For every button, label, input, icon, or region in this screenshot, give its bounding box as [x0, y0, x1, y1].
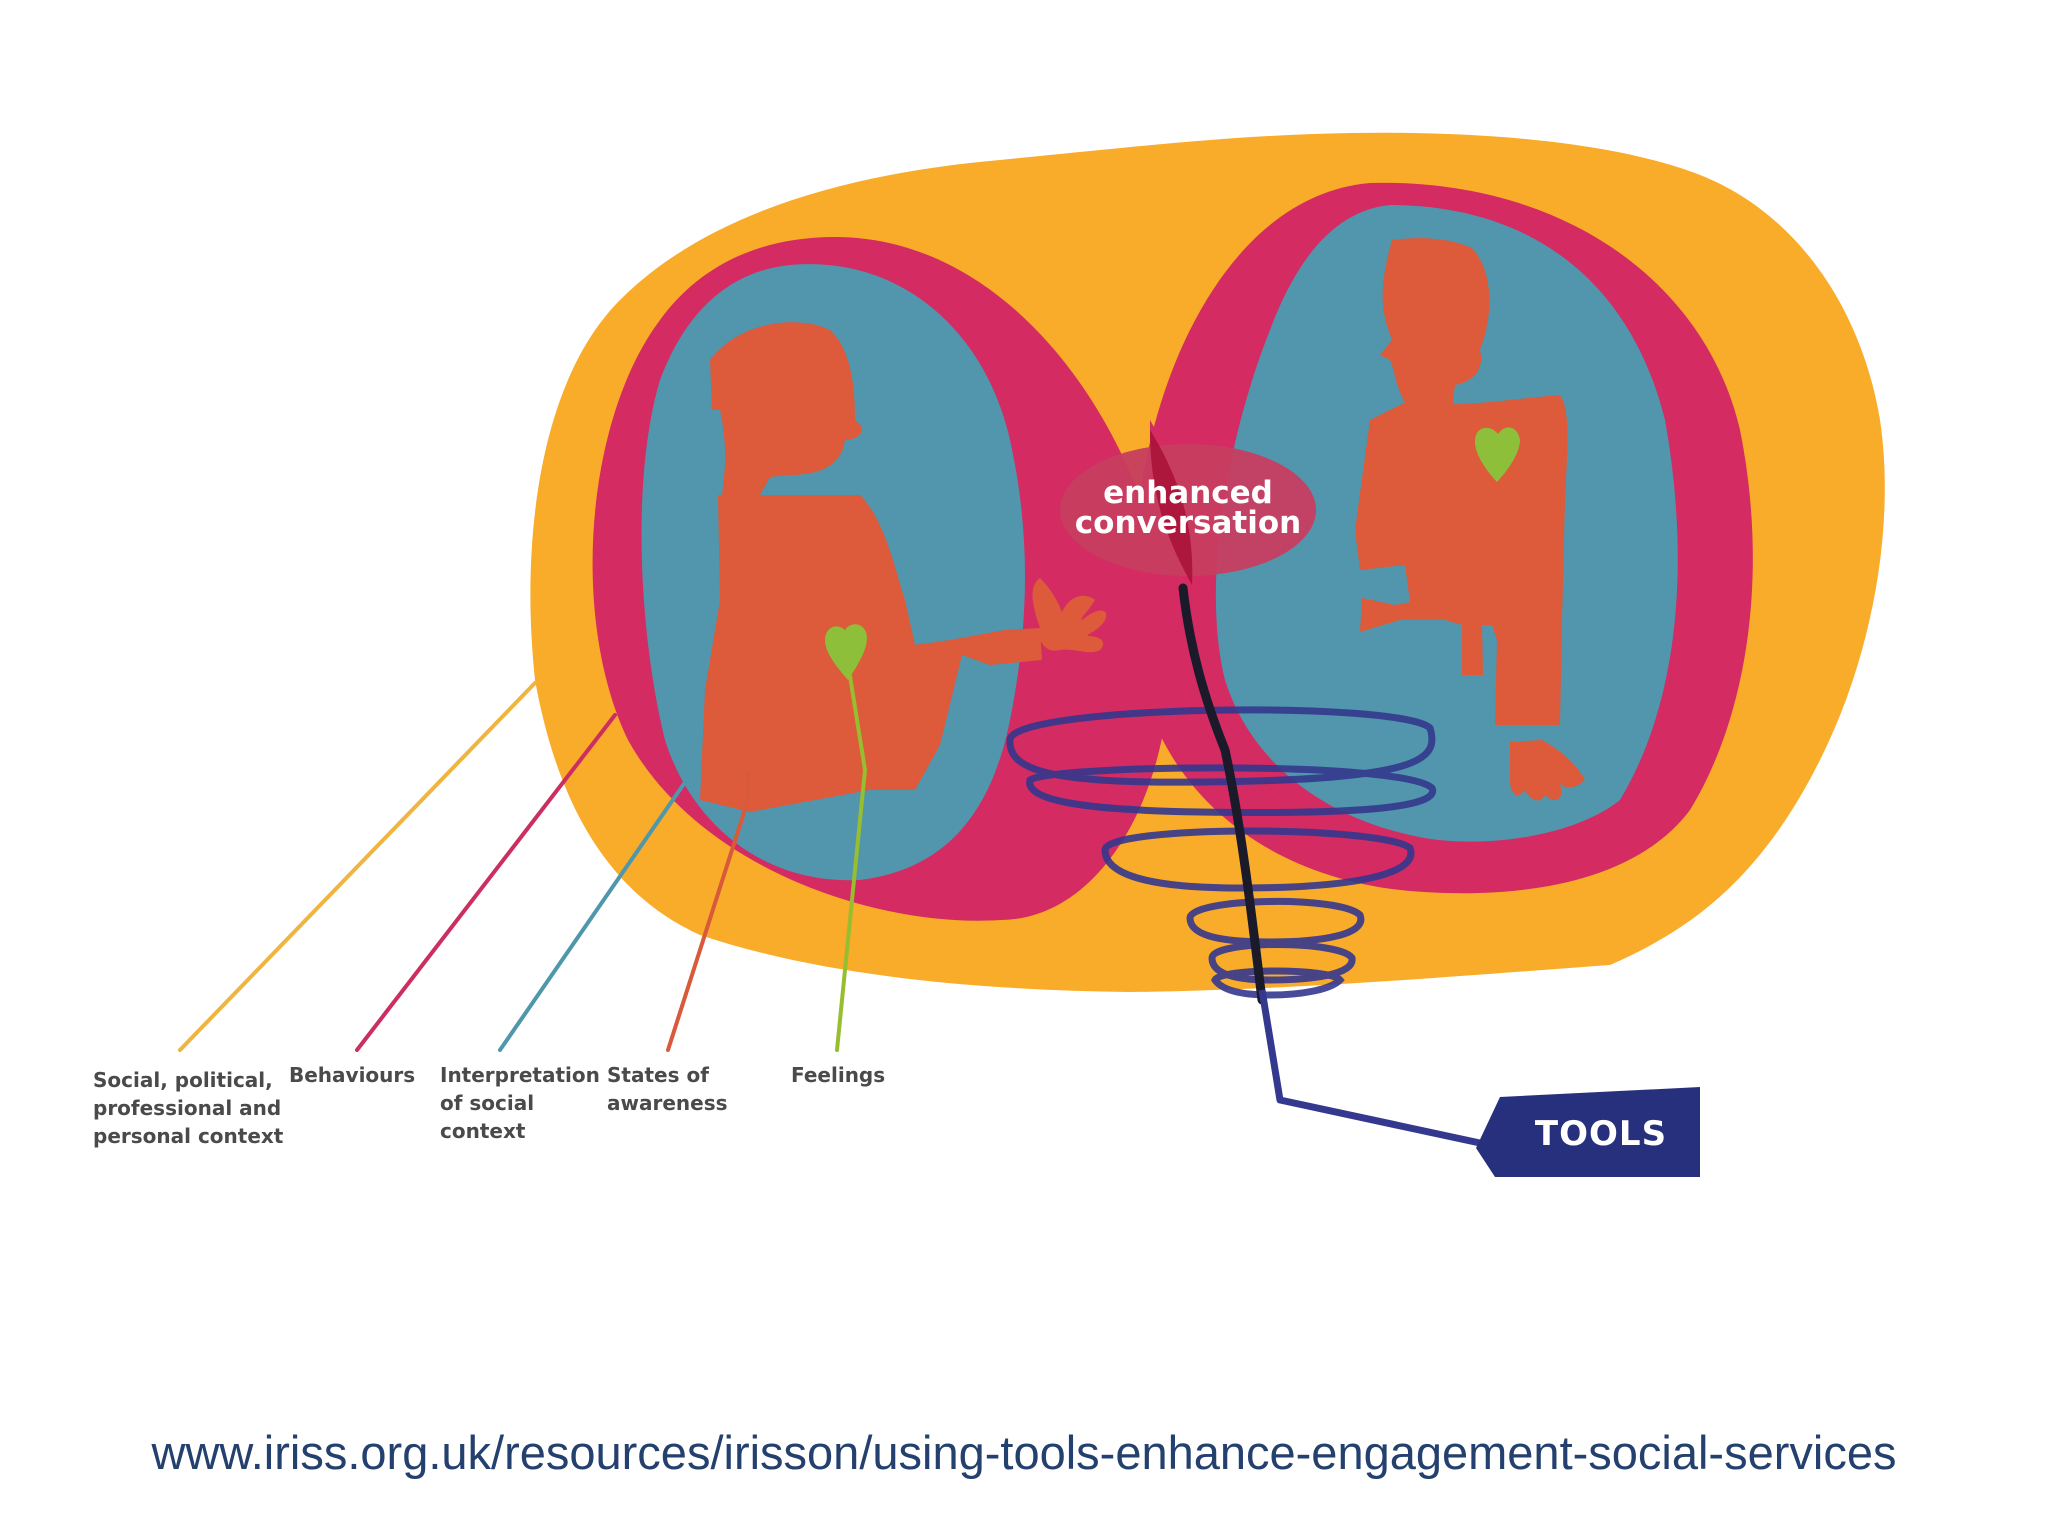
feelings-label: Feelings: [791, 1063, 885, 1087]
right-person-silhouette: [1355, 238, 1585, 801]
awareness-leader-line: [666, 771, 750, 1052]
interpretation-leader-line: [498, 773, 692, 1052]
awareness-label-line-1: States of: [607, 1063, 709, 1087]
left-person-body: [700, 495, 1042, 812]
behaviours-leader-line: [355, 713, 617, 1052]
left-person-silhouette: [700, 322, 1107, 812]
source-url: www.iriss.org.uk/resources/irisson/using…: [151, 1426, 1897, 1479]
layer-leader-lines: [178, 674, 868, 1052]
tools-tag-shape: [1476, 1087, 1700, 1177]
right-person-body: [1355, 395, 1568, 725]
right-person-head: [1380, 238, 1490, 410]
center-label-line-1: enhanced: [1103, 475, 1273, 511]
behaviours-label: Behaviours: [289, 1063, 415, 1087]
context-label-line-3: personal context: [93, 1124, 284, 1148]
tools-tag: TOOLS: [1476, 1087, 1700, 1177]
behaviours-label-line-1: Behaviours: [289, 1063, 415, 1087]
tools-label: TOOLS: [1535, 1114, 1667, 1154]
context-label-line-1: Social, political,: [93, 1068, 273, 1092]
conversation-core: [1150, 430, 1193, 585]
right-heart-icon: [1474, 427, 1520, 482]
awareness-label-line-2: awareness: [607, 1091, 728, 1115]
feelings-leader-line: [835, 674, 868, 1052]
left-person-head: [710, 322, 862, 495]
context-leader-line: [178, 681, 537, 1052]
context-label: Social, political, professional and pers…: [93, 1068, 288, 1148]
spiral-ring-2: [1026, 764, 1437, 817]
spiral-ring-3: [1101, 827, 1415, 892]
interpretation-label: Interpretation of social context: [440, 1063, 607, 1143]
interpretation-label-line-1: Interpretation: [440, 1063, 600, 1087]
tools-spiral: [1006, 706, 1437, 999]
enhanced-conversation-cloud: enhanced conversation: [1060, 430, 1316, 585]
spiral-ring-1: [1006, 706, 1436, 786]
left-heart-icon: [825, 624, 867, 680]
context-label-line-2: professional and: [93, 1096, 281, 1120]
right-person-hand: [1510, 740, 1585, 801]
awareness-label: States of awareness: [607, 1063, 728, 1115]
interpretation-label-line-2: of social: [440, 1091, 534, 1115]
left-person-hand: [1032, 578, 1107, 653]
layer-labels: Social, political, professional and pers…: [93, 1063, 885, 1148]
interpretation-label-line-3: context: [440, 1119, 526, 1143]
feelings-label-line-1: Feelings: [791, 1063, 885, 1087]
spiral-ring-4: [1186, 897, 1365, 946]
center-label-line-2: conversation: [1075, 505, 1301, 541]
conversation-cloud-shape: [1060, 444, 1316, 576]
tools-connector-line: [1258, 989, 1481, 1147]
conversation-stem: [1178, 583, 1267, 1005]
